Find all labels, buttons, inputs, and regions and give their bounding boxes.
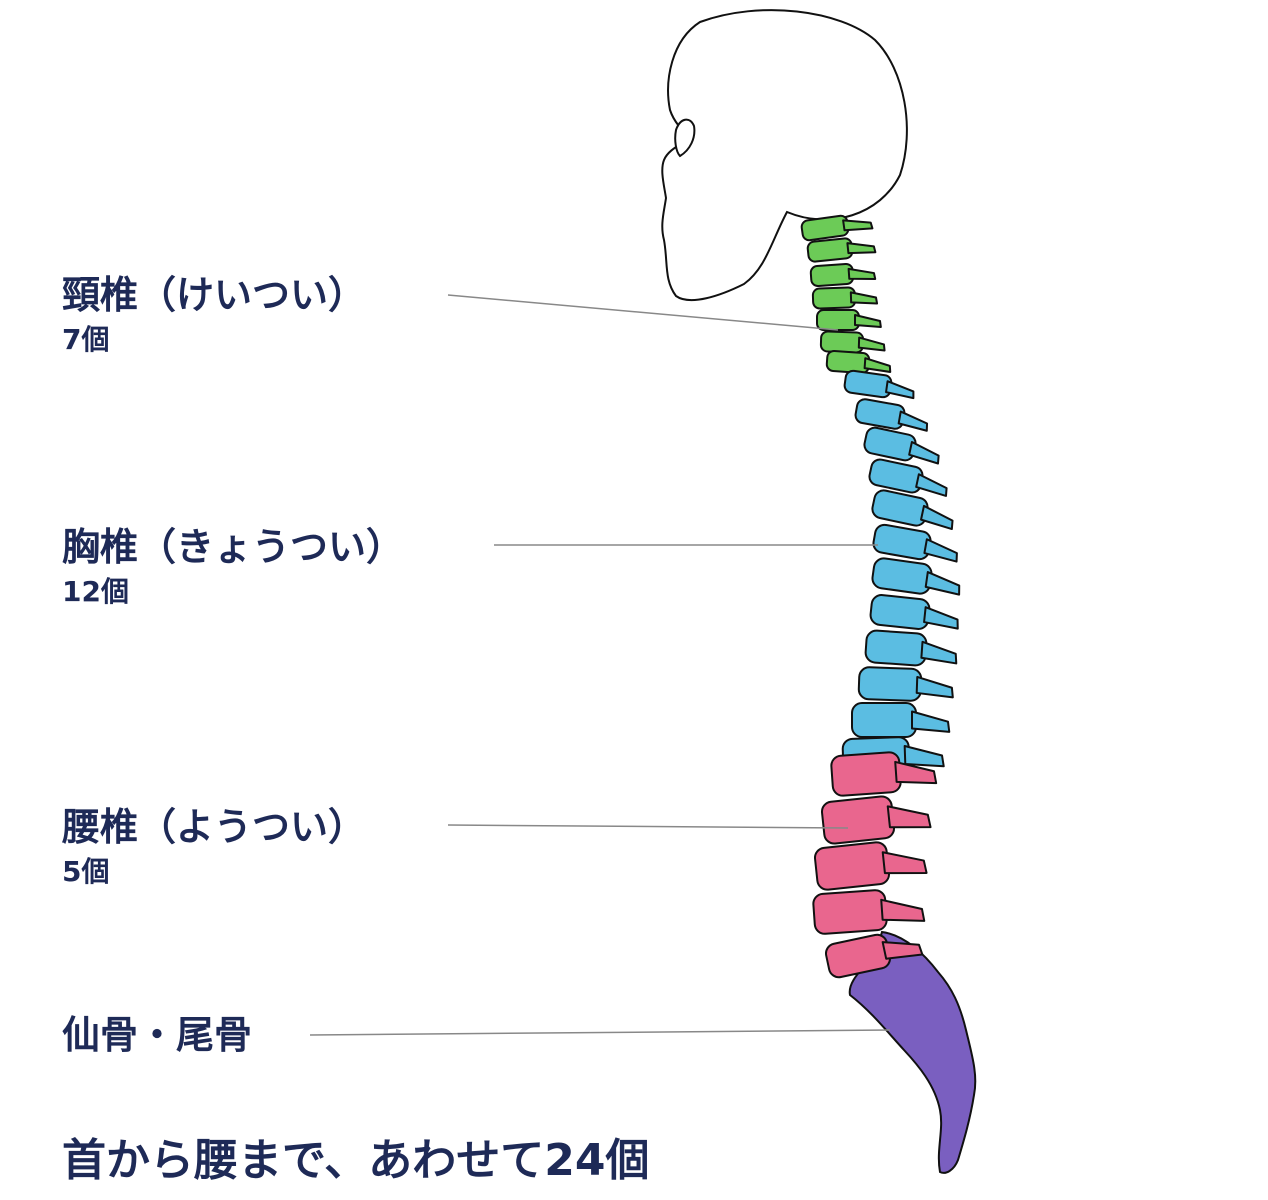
label-thoracic-count: 12個 [62, 575, 129, 608]
lumbar-vertebra [830, 751, 938, 797]
label-thoracic-name: 胸椎（きょうつい） [62, 525, 405, 569]
cervical-vertebra [806, 237, 877, 263]
cervical-vertebra [809, 263, 877, 287]
cervical-vertebra [819, 330, 886, 354]
sacrum-coccyx [848, 930, 977, 1174]
label-thoracic: 胸椎（きょうつい） 12個 [62, 528, 404, 606]
thoracic-vertebra [851, 702, 951, 738]
label-sacrum: 仙骨・尾骨 [62, 1016, 252, 1054]
label-cervical-name: 頸椎（けいつい） [62, 273, 367, 317]
cervical-vertebra [800, 214, 874, 242]
thoracic-vertebra [843, 369, 915, 400]
ear [674, 118, 696, 158]
thoracic-vertebra [857, 666, 954, 702]
label-lumbar-name: 腰椎（ようつい） [62, 805, 367, 849]
lumbar-vertebra [812, 889, 926, 935]
leader-line-lumbar [447, 824, 849, 829]
label-cervical: 頸椎（けいつい） 7個 [62, 276, 366, 354]
label-lumbar: 腰椎（ようつい） 5個 [62, 808, 366, 886]
cervical-vertebra [816, 309, 882, 331]
summary-text: 首から腰まで、あわせて24個 [62, 1135, 650, 1186]
label-lumbar-count: 5個 [62, 855, 110, 888]
leader-line-cervical [447, 294, 839, 331]
thoracic-vertebra [863, 426, 940, 465]
thoracic-vertebra [871, 489, 954, 531]
lumbar-vertebra [820, 795, 932, 845]
thoracic-vertebra [854, 398, 929, 432]
lumbar-vertebra [825, 933, 924, 979]
thoracic-vertebra [869, 594, 959, 630]
lumbar-vertebra [813, 841, 928, 891]
label-cervical-count: 7個 [62, 323, 110, 356]
cervical-vertebra [811, 286, 879, 310]
thoracic-vertebra [864, 629, 958, 667]
thoracic-vertebra [868, 458, 948, 497]
skull-outline [661, 9, 908, 301]
thoracic-vertebra [871, 557, 961, 596]
thoracic-vertebra [872, 523, 958, 563]
label-sacrum-name: 仙骨・尾骨 [62, 1013, 253, 1057]
cervical-vertebra [825, 350, 892, 374]
leader-line-sacrum [309, 1029, 891, 1036]
